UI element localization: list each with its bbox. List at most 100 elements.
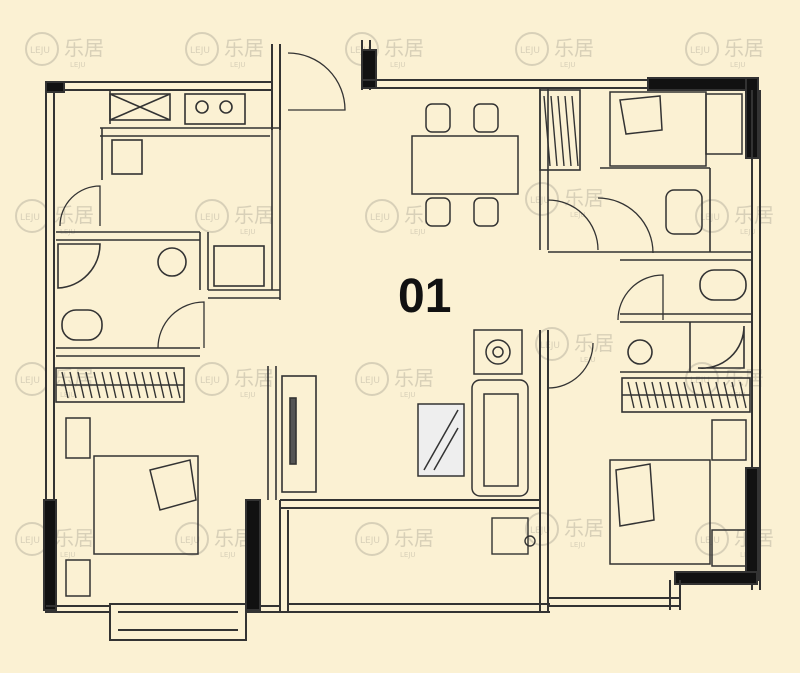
svg-text:乐居: 乐居	[564, 516, 604, 540]
hanger-mark	[149, 371, 157, 399]
svg-text:乐居: 乐居	[224, 36, 264, 60]
svg-text:LEJU: LEJU	[540, 341, 560, 351]
svg-text:LEJU: LEJU	[570, 541, 586, 549]
door-swings	[59, 52, 664, 389]
svg-text:LEJU: LEJU	[400, 391, 416, 399]
svg-text:乐居: 乐居	[394, 366, 434, 390]
svg-text:LEJU: LEJU	[690, 376, 710, 386]
svg-text:LEJU: LEJU	[560, 61, 576, 69]
hanger-mark	[675, 381, 683, 409]
hanger-mark	[141, 371, 149, 399]
svg-text:LEJU: LEJU	[230, 61, 246, 69]
hanger-mark	[117, 371, 125, 399]
svg-text:LEJU: LEJU	[690, 46, 710, 56]
svg-text:LEJU: LEJU	[180, 536, 200, 546]
svg-text:LEJU: LEJU	[580, 356, 596, 364]
hanger-mark	[683, 381, 691, 409]
svg-text:LEJU: LEJU	[730, 61, 746, 69]
hanger-mark	[627, 381, 635, 409]
svg-text:LEJU: LEJU	[400, 551, 416, 559]
hanger-mark	[643, 381, 651, 409]
hanger-mark	[69, 371, 77, 399]
svg-text:乐居: 乐居	[574, 331, 614, 355]
hanger-mark	[739, 381, 747, 409]
walls	[43, 40, 761, 641]
svg-text:LEJU: LEJU	[30, 46, 50, 56]
svg-text:LEJU: LEJU	[520, 46, 540, 56]
svg-text:LEJU: LEJU	[240, 228, 256, 236]
hanger-mark	[651, 381, 659, 409]
washing-machine	[491, 517, 536, 555]
hanger-mark	[93, 371, 101, 399]
svg-text:LEJU: LEJU	[240, 391, 256, 399]
svg-text:LEJU: LEJU	[570, 211, 586, 219]
svg-text:LEJU: LEJU	[390, 61, 406, 69]
unit-label: 01	[398, 270, 451, 323]
hanger-mark	[564, 95, 572, 167]
hanger-mark	[165, 371, 173, 399]
interior-walls	[55, 88, 752, 500]
hanger-mark	[550, 95, 558, 167]
hanger-mark	[173, 371, 181, 399]
hanger-mark	[635, 381, 643, 409]
hanger-mark	[557, 95, 565, 167]
bed-right-top	[609, 91, 743, 235]
svg-text:乐居: 乐居	[64, 36, 104, 60]
hanger-mark	[109, 371, 117, 399]
hanger-mark	[731, 381, 739, 409]
svg-text:LEJU: LEJU	[20, 213, 40, 223]
svg-text:乐居: 乐居	[734, 203, 774, 227]
svg-text:LEJU: LEJU	[220, 551, 236, 559]
svg-text:LEJU: LEJU	[740, 228, 756, 236]
svg-text:LEJU: LEJU	[190, 46, 210, 56]
hanger-mark	[715, 381, 723, 409]
hanger-mark	[723, 381, 731, 409]
svg-text:LEJU: LEJU	[70, 61, 86, 69]
hanger-mark	[133, 371, 141, 399]
hanger-mark	[571, 95, 579, 167]
svg-text:LEJU: LEJU	[200, 213, 220, 223]
svg-text:LEJU: LEJU	[60, 551, 76, 559]
svg-text:LEJU: LEJU	[350, 46, 370, 56]
bed-master	[65, 417, 199, 597]
hanger-mark	[659, 381, 667, 409]
hanger-mark	[691, 381, 699, 409]
svg-text:LEJU: LEJU	[410, 228, 426, 236]
hanger-mark	[101, 371, 109, 399]
hanger-mark	[125, 371, 133, 399]
svg-text:LEJU: LEJU	[360, 536, 380, 546]
svg-text:乐居: 乐居	[554, 36, 594, 60]
svg-text:LEJU: LEJU	[200, 376, 220, 386]
svg-text:乐居: 乐居	[54, 526, 94, 550]
hanger-mark	[85, 371, 93, 399]
hanger-mark	[61, 371, 69, 399]
dining-table	[411, 103, 519, 227]
svg-text:乐居: 乐居	[394, 526, 434, 550]
sofa	[417, 329, 529, 497]
svg-text:LEJU: LEJU	[20, 376, 40, 386]
svg-text:LEJU: LEJU	[360, 376, 380, 386]
svg-text:乐居: 乐居	[724, 36, 764, 60]
svg-text:乐居: 乐居	[384, 36, 424, 60]
hanger-mark	[699, 381, 707, 409]
bed-right-bottom	[609, 419, 747, 567]
svg-text:LEJU: LEJU	[20, 536, 40, 546]
wardrobe-hangers	[61, 95, 747, 409]
svg-text:LEJU: LEJU	[370, 213, 390, 223]
hanger-mark	[543, 95, 551, 167]
